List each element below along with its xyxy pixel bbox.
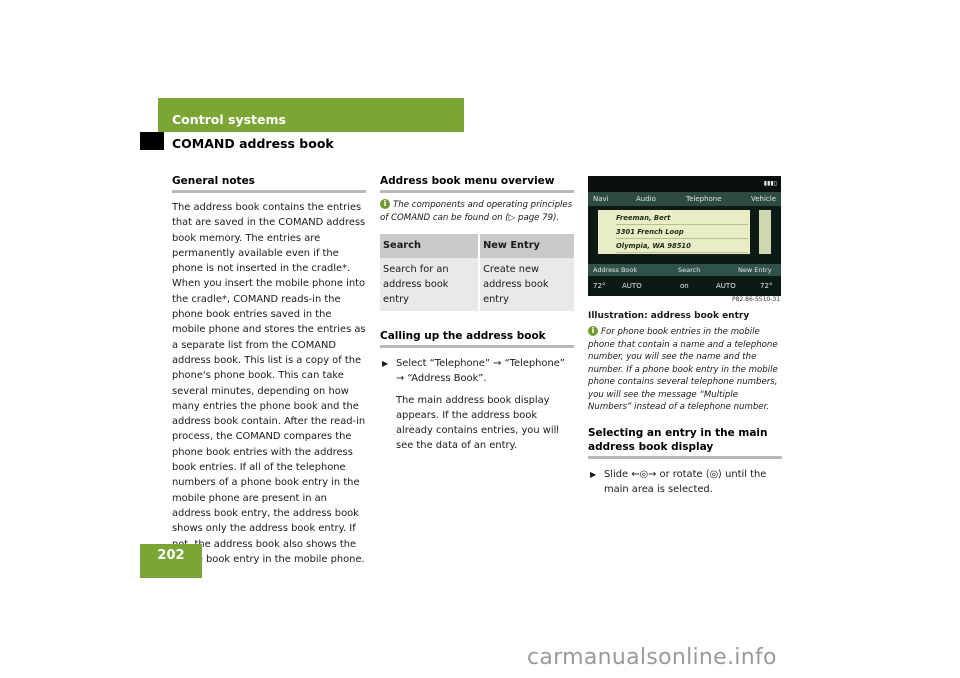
bullet-triangle-icon: ▶ bbox=[590, 469, 597, 479]
step-result: The main address book display appears. I… bbox=[396, 394, 560, 452]
selecting-heading: Selecting an entry in the main address b… bbox=[588, 426, 768, 453]
screen-bottom-menu: Address Book Search New Entry bbox=[588, 264, 781, 276]
bottom-item: New Entry bbox=[738, 266, 772, 274]
menu-overview-heading: Address book menu overview bbox=[380, 175, 555, 187]
table-cell: Search for an address book entry bbox=[380, 258, 480, 311]
address-entry-panel: Freeman, Bert 3301 French Loop Olympia, … bbox=[598, 210, 750, 254]
figure-caption: Illustration: address book entry bbox=[588, 311, 750, 321]
heading-rule bbox=[172, 190, 366, 193]
status-bar: ▮▮▮▯ bbox=[588, 176, 781, 192]
instruction-step: ▶ Slide ←◎→ or rotate ⟨◎⟩ until the main… bbox=[588, 467, 782, 498]
calling-up-heading: Calling up the address book bbox=[380, 330, 546, 342]
entry-line: Freeman, Bert bbox=[616, 212, 748, 225]
table-header: Search bbox=[380, 234, 480, 258]
table-cell: Create new address book entry bbox=[478, 258, 574, 311]
header-marker bbox=[140, 132, 164, 150]
bottom-item: Search bbox=[678, 266, 701, 274]
step-text: Select “Telephone” → “Telephone” → “Addr… bbox=[396, 358, 565, 385]
menu-item: Navi bbox=[593, 195, 609, 203]
header-bar bbox=[158, 98, 464, 132]
menu-item: Telephone bbox=[686, 195, 722, 203]
info-note-text: The components and operating principles … bbox=[380, 200, 573, 223]
phone-note-text: For phone book entries in the mobile pho… bbox=[588, 327, 778, 412]
climate-bar: 72° AUTO on AUTO 72° bbox=[588, 277, 781, 296]
bullet-triangle-icon: ▶ bbox=[382, 359, 389, 368]
climate-item: 72° bbox=[760, 282, 773, 290]
page-number-box bbox=[140, 544, 202, 578]
info-icon: i bbox=[588, 326, 598, 336]
instruction-step: ▶ Select “Telephone” → “Telephone” → “Ad… bbox=[380, 356, 574, 454]
heading-rule bbox=[380, 190, 574, 193]
screen-main-menu: Navi Audio Telephone Vehicle bbox=[588, 192, 781, 206]
entry-line: 3301 French Loop bbox=[616, 226, 748, 239]
bottom-item: Address Book bbox=[593, 266, 638, 274]
info-icon: i bbox=[380, 199, 390, 209]
general-notes-column: General notes The address book contains … bbox=[172, 174, 366, 567]
climate-item: AUTO bbox=[716, 282, 736, 290]
signal-indicator-icon: ▮▮▮▯ bbox=[763, 180, 777, 187]
table-row: Search for an address book entry Create … bbox=[380, 258, 574, 311]
general-notes-body: The address book contains the entries th… bbox=[172, 202, 366, 565]
general-notes-heading: General notes bbox=[172, 175, 255, 187]
table-header: New Entry bbox=[478, 234, 574, 258]
page-number: 202 bbox=[157, 548, 185, 563]
step-text: Slide ←◎→ or rotate ⟨◎⟩ until the main a… bbox=[604, 468, 767, 495]
climate-item: AUTO bbox=[622, 282, 642, 290]
heading-rule bbox=[588, 455, 782, 459]
menu-item: Vehicle bbox=[751, 195, 777, 203]
entry-line: Olympia, WA 98510 bbox=[616, 240, 748, 253]
menu-overview-table: Search New Entry Search for an address b… bbox=[380, 234, 574, 311]
heading-rule bbox=[380, 345, 574, 348]
comand-screen-illustration: ▮▮▮▯ Navi Audio Telephone Vehicle Freema… bbox=[588, 176, 781, 296]
climate-item: 72° bbox=[593, 282, 606, 290]
section-title: Control systems bbox=[172, 112, 286, 127]
figure-id: P82.86-5510-31 bbox=[732, 296, 781, 303]
entry-type-icons bbox=[759, 210, 771, 254]
climate-item: on bbox=[680, 282, 689, 290]
menu-item: Audio bbox=[636, 195, 656, 203]
watermark: carmanualsonline.info bbox=[527, 645, 777, 670]
subsection-title: COMAND address book bbox=[172, 136, 334, 151]
